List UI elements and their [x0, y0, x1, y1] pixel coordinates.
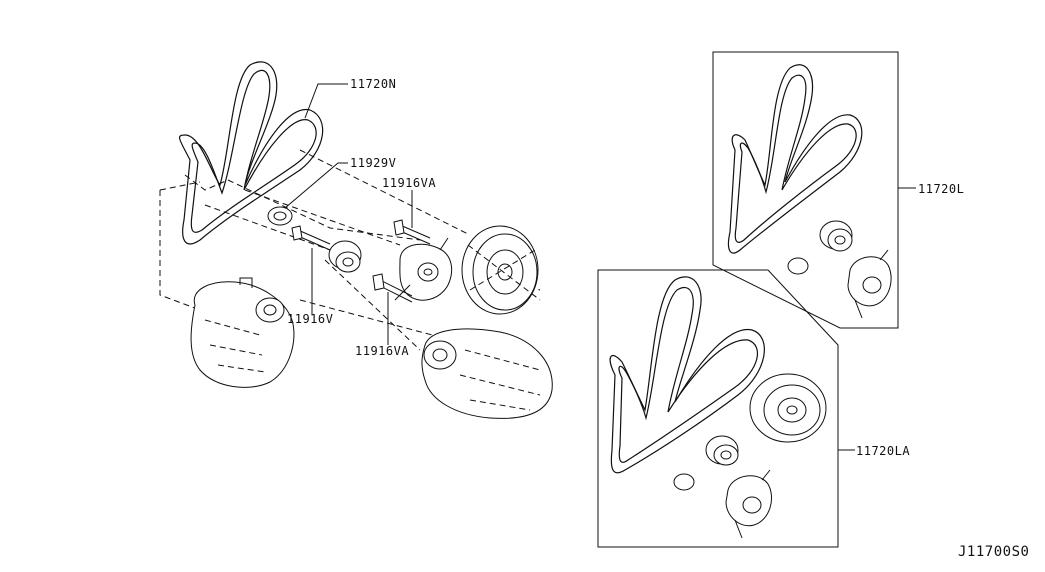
- kit-11720la-box: [597, 269, 839, 548]
- crank-pulley-illustration: [461, 225, 541, 315]
- bolt-11916va-upper-illustration: [393, 219, 431, 245]
- label-11720n: 11720N: [350, 77, 397, 91]
- label-11720la: 11720LA: [856, 444, 911, 458]
- tensioner-illustration: [394, 237, 453, 301]
- label-11916va-upper: 11916VA: [382, 176, 437, 190]
- leader-11720n: [304, 83, 348, 119]
- bolt-11916v-illustration: [291, 225, 331, 251]
- leader-11929v: [284, 162, 348, 209]
- kit-11720l-box: [712, 51, 899, 329]
- diagram-id: J11700S0: [958, 544, 1030, 560]
- label-11929v: 11929V: [350, 156, 397, 170]
- belt-11720n-illustration: [178, 61, 324, 245]
- idler-pulley-illustration: [328, 240, 362, 273]
- bolt-11916va-lower-illustration: [372, 273, 413, 303]
- label-11916va-lower: 11916VA: [355, 344, 410, 358]
- label-11720l: 11720L: [918, 182, 965, 196]
- alternator-illustration: [190, 277, 295, 388]
- ring-11929v-illustration: [267, 206, 293, 226]
- compressor-illustration: [421, 328, 553, 419]
- label-11916v: 11916V: [287, 312, 334, 326]
